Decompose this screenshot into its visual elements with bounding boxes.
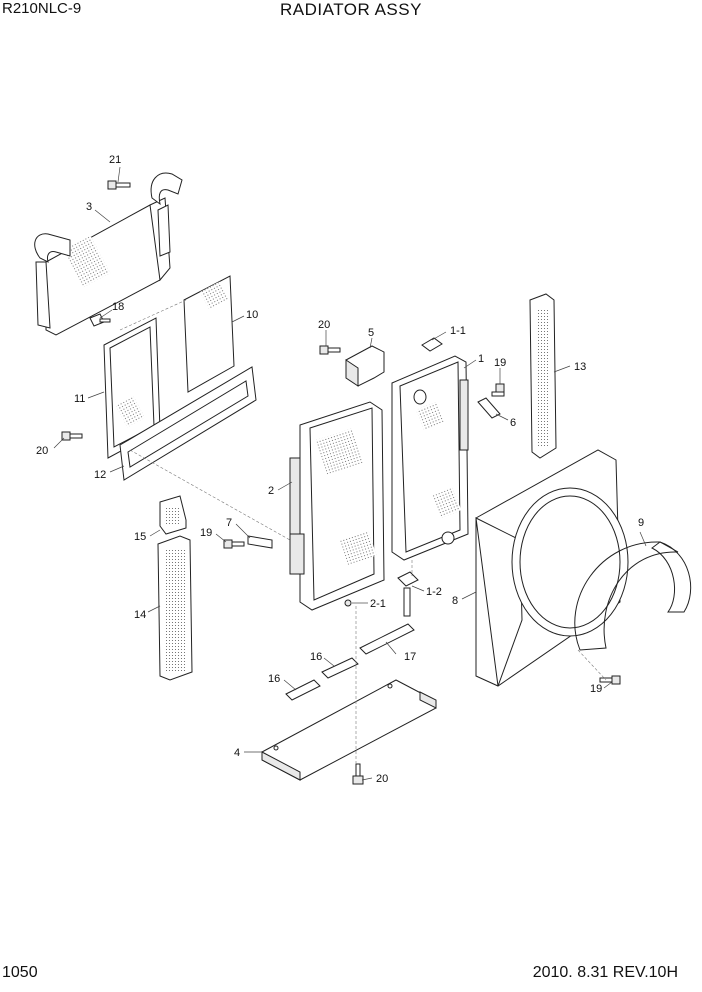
part-intercooler: [34, 172, 183, 336]
callout: 19: [590, 683, 602, 695]
callout: 1-1: [450, 325, 466, 337]
plate-6: [477, 397, 501, 419]
plug-2-1: [344, 599, 352, 607]
callout: 11: [74, 393, 85, 405]
callout: 12: [94, 469, 106, 481]
callout: 1-2: [426, 586, 442, 598]
callout: 19: [200, 527, 212, 539]
callout: 20: [376, 773, 388, 785]
callout: 8: [452, 595, 458, 607]
page-number: 1050: [2, 964, 38, 981]
model-code: R210NLC-9: [2, 0, 82, 17]
callout: 14: [134, 609, 146, 621]
callout: 5: [368, 327, 374, 339]
bolt-19-right: [491, 383, 505, 397]
base-4: [261, 679, 437, 781]
part-2-radiator: [289, 401, 385, 611]
pad-16-lower: [285, 679, 321, 701]
callout: 17: [404, 651, 416, 663]
callout: 18: [112, 301, 124, 313]
fan-guard-9: [574, 541, 692, 651]
bolt-19-left: [223, 539, 245, 549]
drain-1-2: [397, 571, 419, 617]
callout: 3: [86, 201, 92, 213]
callout: 7: [226, 517, 232, 529]
callout: 19: [494, 357, 506, 369]
page-title: RADIATOR ASSY: [280, 0, 422, 19]
bolt-20-bottom: [352, 763, 364, 785]
callout: 21: [109, 154, 121, 166]
bolt-20-left: [61, 431, 83, 441]
pad-17: [359, 623, 415, 655]
part-1-radiator: [391, 355, 469, 561]
callout: 9: [638, 517, 644, 529]
callout: 16: [310, 651, 322, 663]
callout-labels: 21 3 18 10 11 20 12 20 5 1-1 1 19 13 6 2…: [36, 154, 644, 785]
callout: 4: [234, 747, 240, 759]
revision-date: 2010. 8.31 REV.10H: [532, 964, 678, 981]
clip-18: [89, 313, 111, 327]
callout: 1: [478, 353, 484, 365]
shroud-8: [475, 449, 629, 687]
callout: 6: [510, 417, 516, 429]
bracket-5: [345, 345, 385, 387]
part-11-panel: [103, 317, 161, 459]
callout: 20: [36, 445, 48, 457]
bolt-20-top: [319, 345, 341, 355]
bolt-21: [107, 180, 131, 190]
part-10-panel: [183, 275, 235, 393]
callout: 20: [318, 319, 330, 331]
seal-14: [157, 535, 193, 681]
callout: 16: [268, 673, 280, 685]
callout: 2-1: [370, 598, 386, 610]
pad-16-upper: [321, 657, 359, 679]
callout: 15: [134, 531, 146, 543]
seal-13: [529, 293, 557, 459]
leader-lines: [53, 166, 647, 781]
callout: 10: [246, 309, 258, 321]
callout: 13: [574, 361, 586, 373]
callout: 2: [268, 485, 274, 497]
part-12-frame: [119, 366, 257, 481]
plate-7: [247, 535, 273, 549]
seal-15: [159, 495, 187, 535]
cap-1-1: [421, 337, 443, 352]
